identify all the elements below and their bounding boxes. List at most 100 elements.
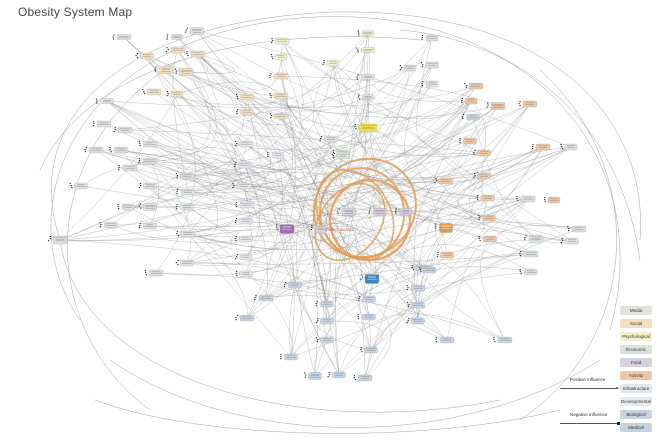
- map-node[interactable]: [239, 217, 253, 225]
- map-node[interactable]: [358, 123, 378, 133]
- map-node[interactable]: [121, 203, 135, 211]
- map-node[interactable]: [274, 53, 288, 61]
- map-node[interactable]: [239, 140, 253, 148]
- map-node[interactable]: [528, 234, 544, 244]
- map-node[interactable]: [463, 137, 477, 145]
- map-node[interactable]: [320, 317, 334, 325]
- map-node[interactable]: [547, 196, 561, 204]
- map-node[interactable]: [146, 88, 162, 96]
- map-node[interactable]: [236, 182, 252, 190]
- map-node[interactable]: [482, 214, 496, 222]
- map-node[interactable]: [170, 46, 186, 54]
- map-node[interactable]: [490, 102, 506, 110]
- map-node[interactable]: [524, 268, 538, 276]
- map-node[interactable]: [360, 47, 376, 53]
- map-node[interactable]: [159, 66, 173, 74]
- map-node[interactable]: [361, 74, 375, 80]
- map-node[interactable]: [466, 113, 480, 121]
- map-node[interactable]: [320, 300, 334, 308]
- map-node[interactable]: [362, 313, 376, 321]
- map-node[interactable]: [170, 90, 184, 98]
- map-node[interactable]: [104, 221, 118, 229]
- map-node[interactable]: [477, 172, 491, 180]
- map-node[interactable]: [315, 224, 327, 234]
- map-node[interactable]: [273, 92, 289, 100]
- map-node[interactable]: [142, 157, 158, 165]
- map-node[interactable]: [341, 208, 357, 216]
- map-node[interactable]: [143, 182, 157, 190]
- map-node[interactable]: [240, 93, 254, 101]
- map-node[interactable]: [411, 301, 425, 309]
- map-node[interactable]: [483, 235, 497, 243]
- map-node[interactable]: [425, 80, 439, 88]
- map-node[interactable]: [178, 68, 194, 76]
- map-node[interactable]: [284, 353, 298, 361]
- map-node[interactable]: [288, 281, 302, 289]
- map-node[interactable]: [274, 112, 288, 120]
- map-node[interactable]: [564, 143, 578, 151]
- map-node[interactable]: [179, 172, 195, 180]
- map-node[interactable]: [100, 98, 114, 104]
- map-node[interactable]: [189, 27, 205, 35]
- map-node[interactable]: [279, 224, 295, 234]
- map-node[interactable]: [410, 284, 426, 292]
- map-node[interactable]: [239, 314, 255, 322]
- map-node[interactable]: [535, 143, 551, 151]
- map-node[interactable]: [143, 203, 157, 211]
- map-node[interactable]: [468, 82, 484, 90]
- map-node[interactable]: [364, 346, 378, 354]
- map-node[interactable]: [336, 152, 350, 160]
- map-node[interactable]: [308, 372, 322, 380]
- map-node[interactable]: [258, 294, 274, 302]
- map-node[interactable]: [372, 208, 388, 216]
- map-node[interactable]: [74, 182, 88, 190]
- map-node[interactable]: [142, 140, 158, 148]
- map-node[interactable]: [477, 149, 491, 157]
- map-node[interactable]: [497, 336, 513, 344]
- map-node[interactable]: [425, 34, 439, 42]
- map-node[interactable]: [274, 37, 290, 45]
- map-node[interactable]: [571, 225, 587, 233]
- map-node[interactable]: [238, 161, 252, 169]
- map-node[interactable]: [143, 222, 157, 230]
- map-node[interactable]: [362, 295, 376, 303]
- map-node[interactable]: [140, 52, 154, 60]
- map-node[interactable]: [423, 266, 437, 274]
- map-node[interactable]: [364, 274, 380, 284]
- map-node[interactable]: [271, 151, 285, 159]
- map-node[interactable]: [520, 195, 536, 203]
- map-node[interactable]: [116, 34, 132, 40]
- map-node[interactable]: [411, 317, 425, 325]
- map-node[interactable]: [332, 371, 346, 379]
- map-node[interactable]: [239, 253, 253, 261]
- map-node[interactable]: [180, 203, 194, 211]
- map-node[interactable]: [438, 177, 454, 185]
- map-node[interactable]: [239, 270, 253, 278]
- map-node[interactable]: [170, 34, 184, 40]
- map-node[interactable]: [180, 259, 194, 267]
- map-node[interactable]: [240, 108, 254, 116]
- map-node[interactable]: [96, 120, 112, 128]
- map-node[interactable]: [523, 250, 539, 258]
- map-node[interactable]: [122, 164, 138, 172]
- map-node[interactable]: [113, 146, 129, 154]
- map-node[interactable]: [522, 100, 538, 108]
- map-node[interactable]: [239, 201, 255, 209]
- map-node[interactable]: [439, 336, 455, 344]
- map-node[interactable]: [273, 72, 289, 80]
- map-node[interactable]: [180, 188, 196, 196]
- map-node[interactable]: [52, 235, 68, 245]
- map-node[interactable]: [403, 64, 417, 72]
- map-node[interactable]: [440, 251, 454, 259]
- map-node[interactable]: [190, 50, 206, 58]
- map-node[interactable]: [148, 269, 164, 277]
- map-node[interactable]: [565, 237, 579, 245]
- map-node[interactable]: [481, 194, 495, 202]
- map-node[interactable]: [326, 59, 340, 67]
- map-node[interactable]: [324, 135, 338, 143]
- map-node[interactable]: [117, 126, 133, 134]
- map-node[interactable]: [180, 230, 196, 238]
- map-node[interactable]: [357, 374, 373, 382]
- map-node[interactable]: [361, 30, 375, 36]
- map-node[interactable]: [362, 94, 374, 100]
